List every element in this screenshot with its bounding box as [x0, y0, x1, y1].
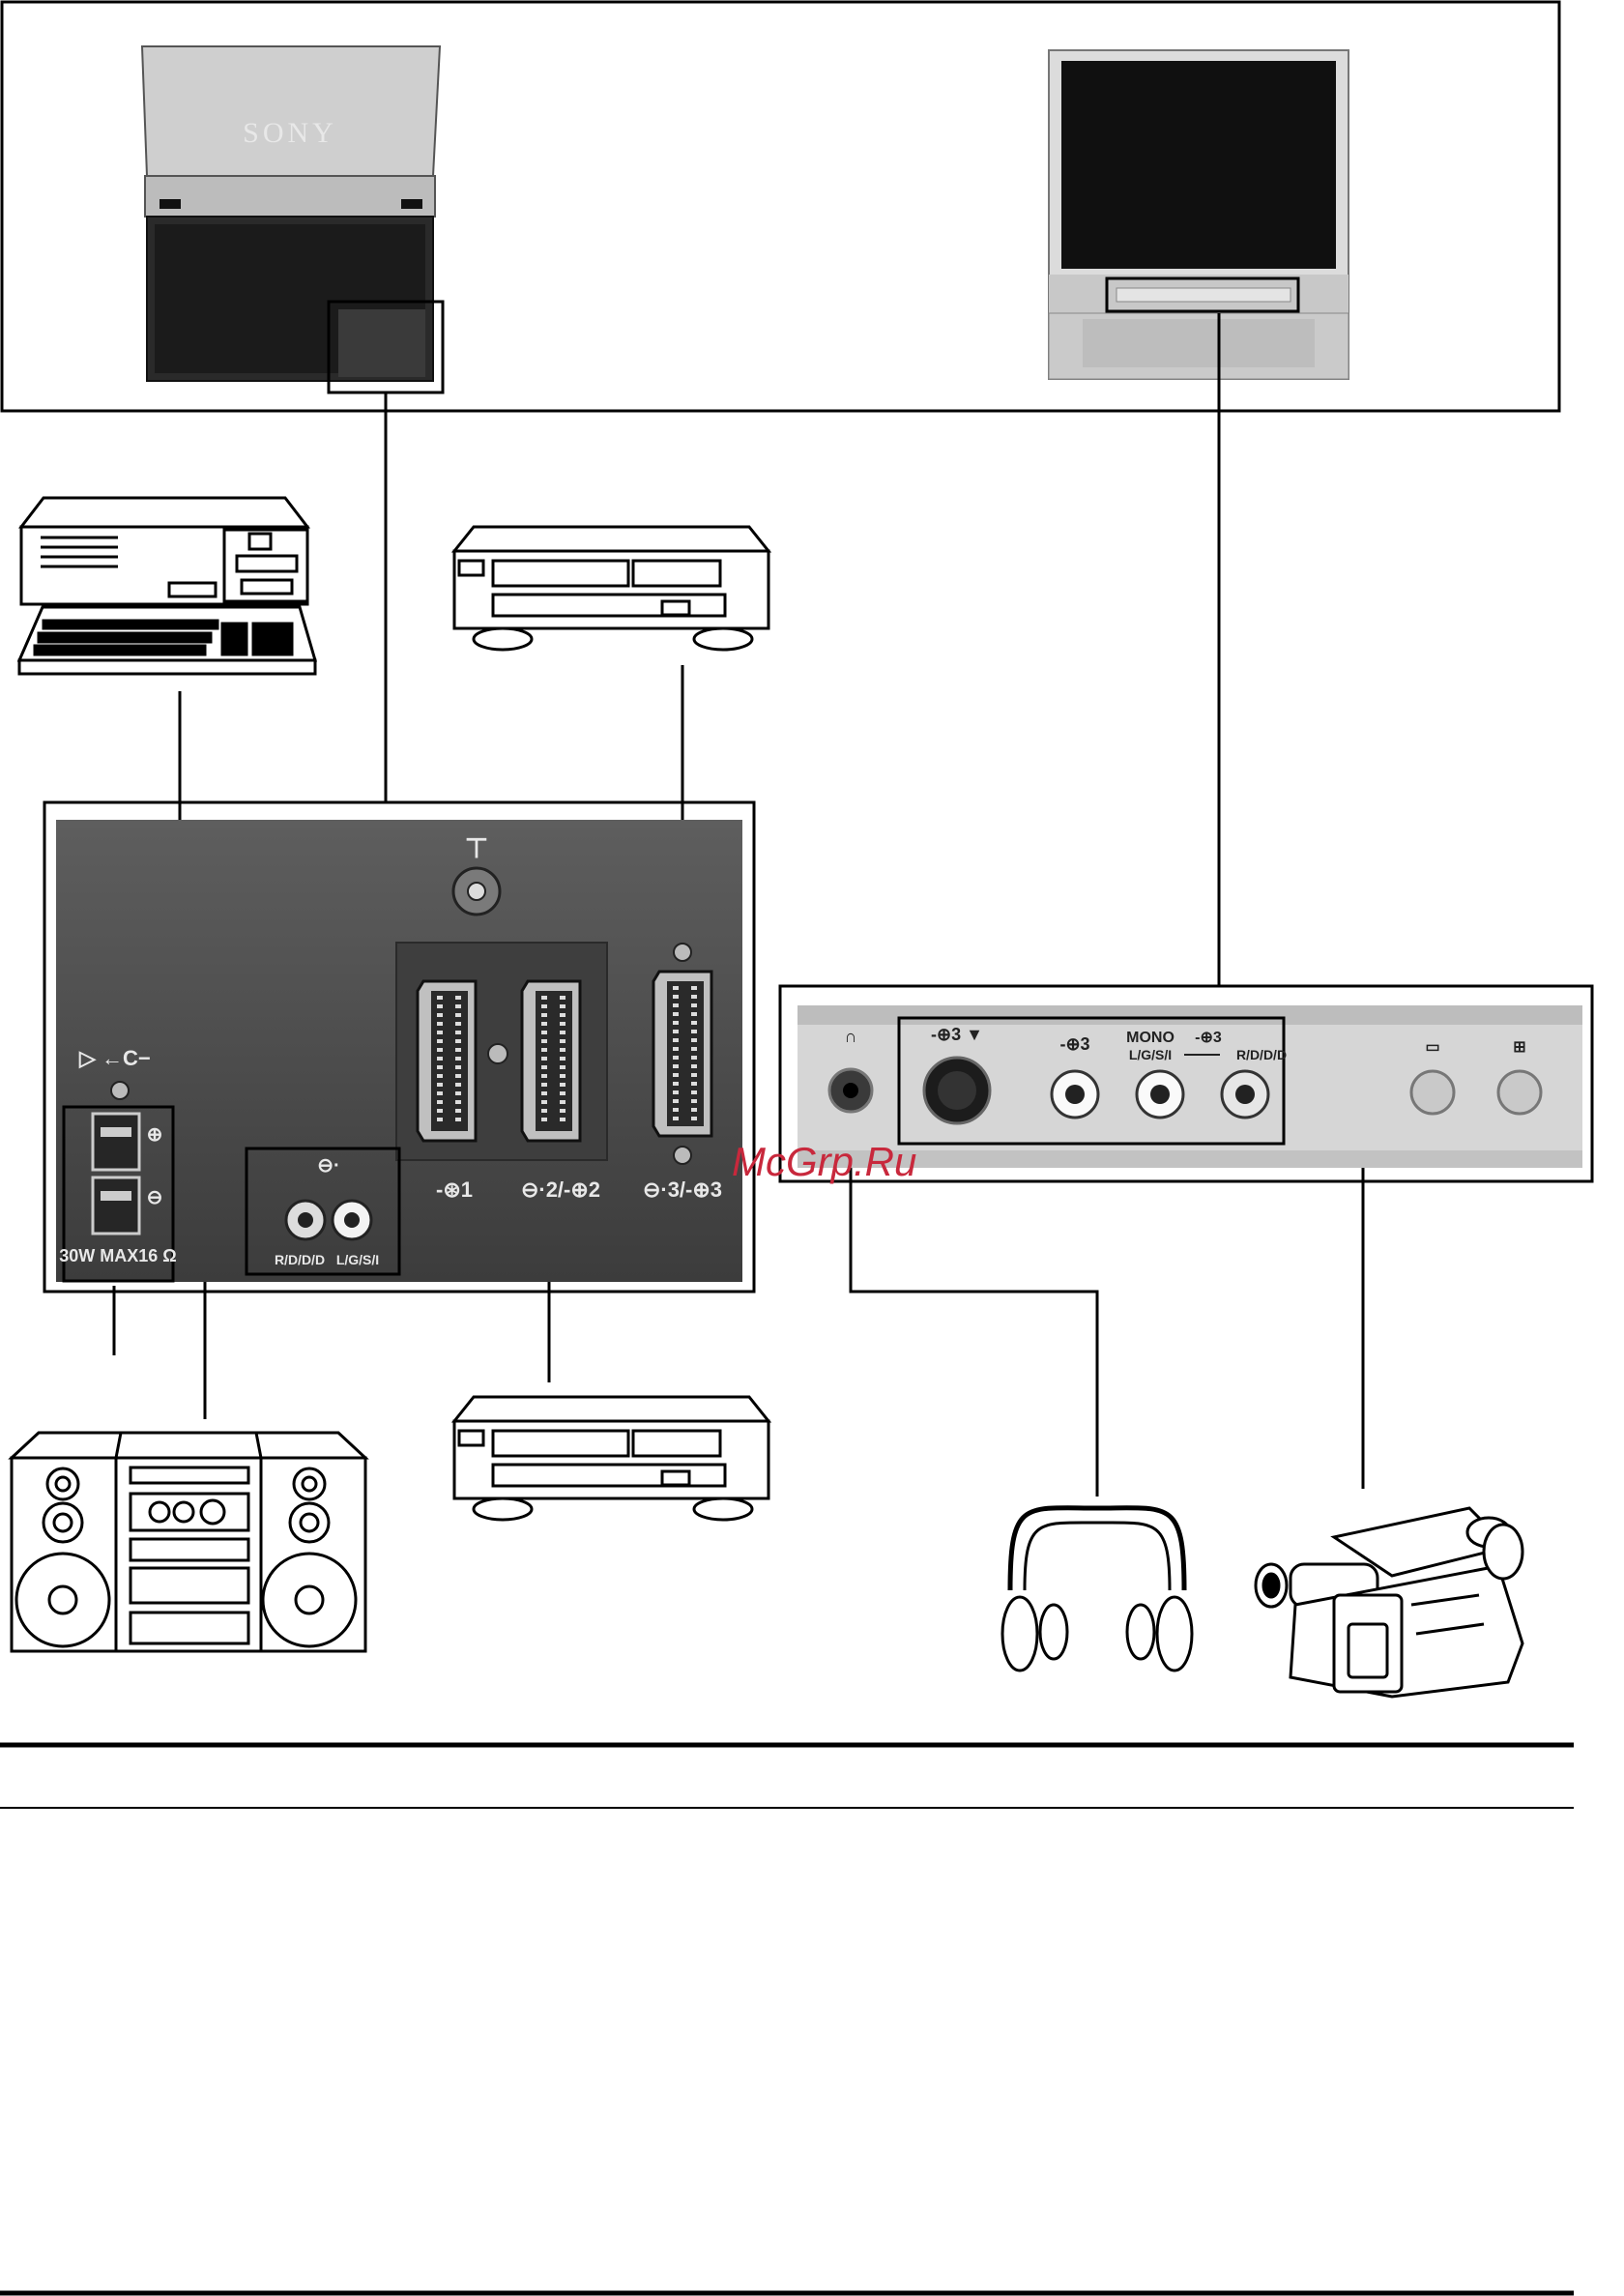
scart-socket-3[interactable] [653, 972, 711, 1136]
speaker-plus-symbol: ⊕ [147, 1124, 163, 1146]
camcorder-icon [1256, 1508, 1522, 1697]
scart1-label: -⊛1 [436, 1177, 473, 1202]
audio-out-symbol: ⊖· [317, 1155, 339, 1177]
tv-rear-view: SONY [142, 46, 443, 392]
computer-icon [19, 498, 315, 674]
front-button-2[interactable] [1498, 1071, 1541, 1114]
vcr-icon-upper [454, 527, 768, 650]
scart-socket-2[interactable] [522, 981, 580, 1141]
tv-front-view [1049, 50, 1348, 379]
speaker-terminal-plus[interactable] [93, 1114, 139, 1170]
front-button-1[interactable] [1411, 1071, 1454, 1114]
scart-socket-1[interactable] [418, 981, 476, 1141]
speaker-minus-symbol: ⊖ [147, 1187, 163, 1208]
speaker-spec-label: 30W MAX16 Ω [59, 1246, 176, 1265]
watermark: McGrp.Ru [732, 1139, 916, 1184]
video-in-label: -⊕3 [1059, 1034, 1089, 1054]
audio-in-label: -⊕3 [1195, 1030, 1222, 1046]
rear-panel: ⊤ -⊛1 ⊖·2/-⊕2 ⊖·3/- [44, 802, 754, 1292]
vcr-icon-lower [454, 1397, 768, 1520]
stereo-system-icon [12, 1433, 365, 1651]
antenna-symbol: ⊤ [465, 833, 488, 863]
speaker-arrow-label: ▷ ←C− [78, 1046, 151, 1070]
button2-symbol: ⊞ [1513, 1039, 1525, 1056]
scart2-label: ⊖·2/-⊕2 [521, 1177, 600, 1202]
speaker-terminal-minus[interactable] [93, 1177, 139, 1234]
audio-out-left-label: L/G/S/I [336, 1252, 379, 1267]
headphone-symbol: ∩ [845, 1027, 857, 1046]
scart3-label: ⊖·3/-⊕3 [643, 1177, 722, 1202]
svideo-label: -⊕3 ▼ [931, 1025, 983, 1044]
audio-in-right-label: R/D/D/D [1236, 1047, 1287, 1062]
headphones-icon [1002, 1508, 1192, 1671]
audio-out-right-label: R/D/D/D [275, 1252, 325, 1267]
button1-symbol: ▭ [1425, 1039, 1439, 1056]
mono-label: MONO [1126, 1030, 1174, 1046]
audio-in-left-label: L/G/S/I [1129, 1047, 1172, 1062]
tv-brand-logo: SONY [243, 117, 337, 149]
